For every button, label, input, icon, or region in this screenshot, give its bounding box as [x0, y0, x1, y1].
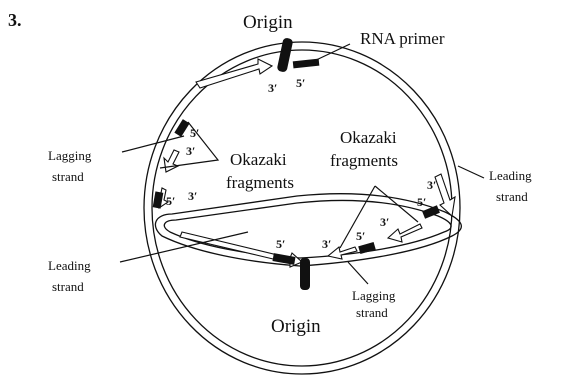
end-5prime-right-2: 5′ [356, 229, 365, 243]
end-5prime-left-1: 5′ [190, 126, 199, 140]
end-3prime-left-2: 3′ [188, 189, 197, 203]
label-lagging-bottom-2: strand [356, 305, 388, 320]
label-lagging-left-2: strand [52, 169, 84, 184]
label-okazaki-right-1: Okazaki [340, 128, 397, 147]
arrow-right-lagging-1 [386, 223, 423, 243]
label-leading-left-1: Leading [48, 258, 91, 273]
end-3prime-right-1: 3′ [427, 178, 436, 192]
label-leading-right-2: strand [496, 189, 528, 204]
label-lagging-bottom-1: Lagging [352, 288, 396, 303]
arrow-right-leading [434, 173, 456, 218]
primer-left-2 [152, 191, 164, 209]
label-lagging-left-1: Lagging [48, 148, 92, 163]
label-leading-left-2: strand [52, 279, 84, 294]
end-5prime-left-2: 5′ [166, 194, 175, 208]
figure-number: 3. [8, 10, 22, 30]
label-leading-right-1: Leading [489, 168, 532, 183]
origin-marker-top [277, 38, 293, 72]
leader-lines [119, 43, 485, 285]
primer-left-1 [174, 119, 190, 137]
strand-arrows [155, 58, 456, 268]
end-3prime-bottom: 3′ [322, 237, 331, 251]
primer-right-2 [358, 241, 376, 255]
label-rna-primer: RNA primer [360, 29, 445, 48]
primer-right-1 [422, 205, 440, 219]
arrow-right-lagging-2 [326, 245, 358, 260]
end-3prime-right-2: 3′ [380, 215, 389, 229]
primer-bottom [272, 253, 296, 265]
label-okazaki-left-2: fragments [226, 173, 294, 192]
label-okazaki-left-1: Okazaki [230, 150, 287, 169]
end-3prime-left-1: 3′ [186, 144, 195, 158]
label-origin-top: Origin [243, 12, 293, 33]
end-5prime-bottom: 5′ [276, 237, 285, 251]
label-okazaki-right-2: fragments [330, 151, 398, 170]
end-5prime-right-1: 5′ [417, 195, 426, 209]
end-labels: 3′ 5′ 5′ 3′ 5′ 3′ 3′ 5′ 3′ 5′ 5′ 3′ [166, 76, 436, 251]
end-5prime-top: 5′ [296, 76, 305, 90]
end-3prime-top: 3′ [268, 81, 277, 95]
arrow-top-left [195, 58, 274, 89]
origin-marker-bottom [300, 258, 310, 290]
label-origin-bottom: Origin [271, 316, 321, 337]
arrow-left-lagging-1 [163, 149, 180, 173]
